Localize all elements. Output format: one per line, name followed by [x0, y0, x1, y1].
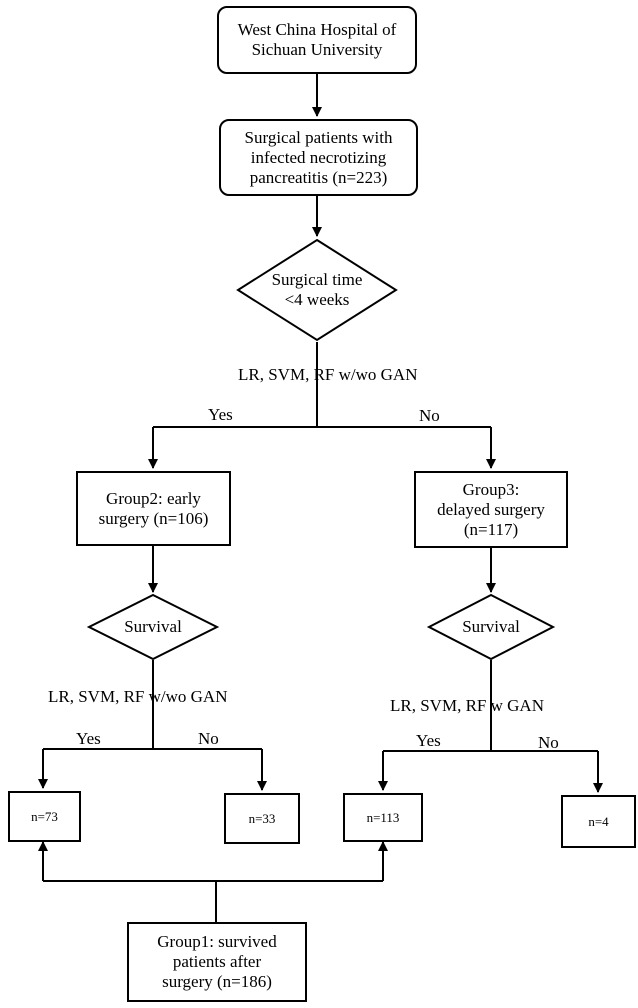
no-label-top: No	[419, 406, 440, 425]
survival-right-text: Survival	[462, 617, 520, 636]
no-label-right: No	[538, 733, 559, 752]
decision-diamond-surgical-time	[236, 238, 398, 342]
patients-node-text: Surgical patients with infected necrotiz…	[244, 127, 393, 187]
no-label-left: No	[198, 729, 219, 748]
yes-label-left: Yes	[76, 729, 101, 748]
yes-label-right: Yes	[416, 731, 441, 750]
method-label-top: LR, SVM, RF w/wo GAN	[238, 365, 418, 384]
result-n33-box: n=33	[224, 793, 300, 844]
decision-diamond-survival-left	[86, 593, 220, 661]
group2-node-text: Group2: early surgery (n=106)	[98, 488, 209, 528]
yes-label-top: Yes	[208, 405, 233, 424]
group2-node: Group2: early surgery (n=106)	[76, 471, 231, 546]
result-n33-text: n=33	[248, 810, 276, 826]
group3-node-text: Group3: delayed surgery (n=117)	[437, 479, 545, 539]
method-label-right: LR, SVM, RF w GAN	[390, 696, 544, 715]
decision-surgical-time-text: Surgical time <4 weeks	[271, 270, 363, 309]
hospital-node-text: West China Hospital of Sichuan Universit…	[237, 20, 397, 59]
group3-node: Group3: delayed surgery (n=117)	[414, 471, 568, 548]
result-n113-box: n=113	[343, 793, 423, 842]
result-n73-text: n=73	[31, 808, 58, 824]
result-n4-box: n=4	[561, 795, 636, 848]
survival-left-text: Survival	[124, 617, 182, 636]
decision-diamond-survival-right	[426, 593, 556, 661]
group1-node-text: Group1: survived patients after surgery …	[157, 932, 277, 991]
group1-node: Group1: survived patients after surgery …	[127, 922, 307, 1002]
patients-node: Surgical patients with infected necrotiz…	[219, 119, 418, 196]
result-n4-text: n=4	[588, 813, 609, 829]
result-n73-box: n=73	[8, 791, 81, 842]
hospital-node: West China Hospital of Sichuan Universit…	[217, 6, 417, 74]
result-n113-text: n=113	[366, 809, 400, 825]
method-label-left: LR, SVM, RF w/wo GAN	[48, 687, 228, 706]
